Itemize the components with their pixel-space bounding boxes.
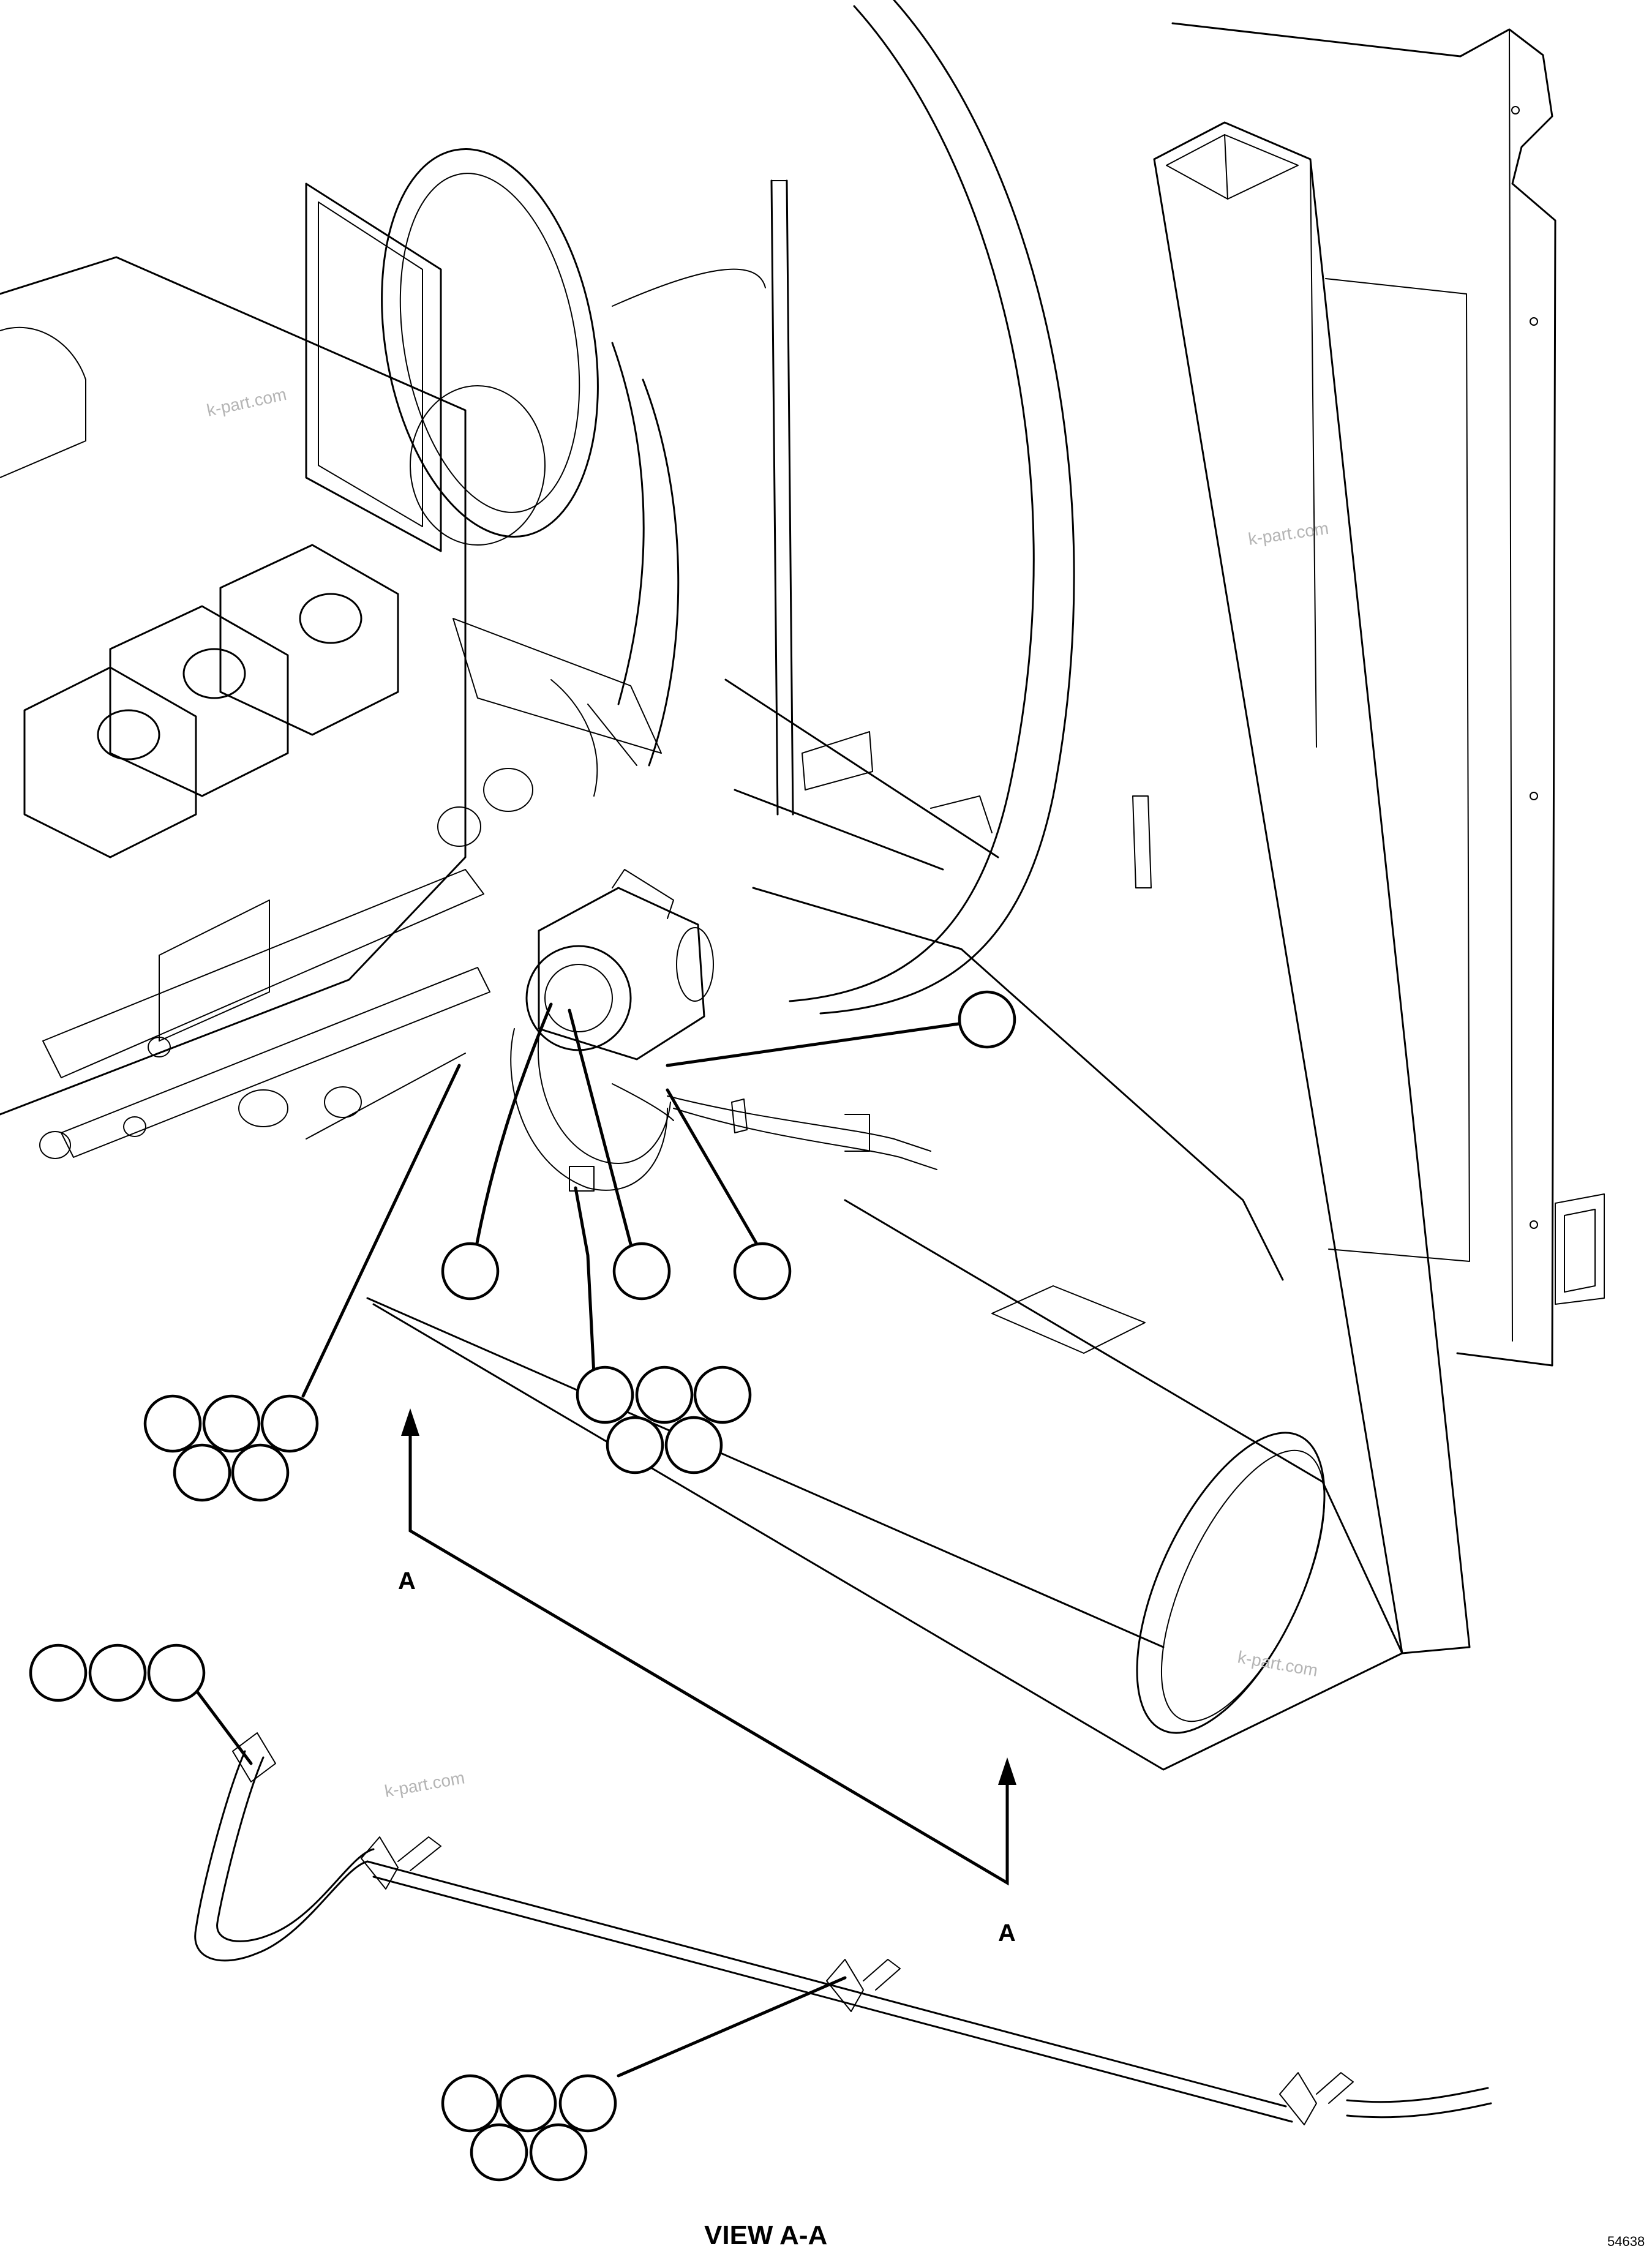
callout-balloon	[635, 1365, 694, 1424]
callout-balloon	[529, 2123, 588, 2182]
callout-balloon	[664, 1416, 723, 1474]
callout-balloon	[143, 1394, 202, 1453]
view-aa-hose-assembly	[194, 1732, 1492, 2125]
section-label-top: A	[398, 1568, 416, 1594]
callout-balloon	[733, 1242, 792, 1301]
callout-balloon	[441, 2074, 500, 2133]
vertical-post	[1153, 121, 1471, 1654]
callout-balloon	[231, 1443, 290, 1502]
callout-balloon	[202, 1394, 261, 1453]
callout-balloon	[147, 1643, 206, 1702]
callout-balloon	[693, 1365, 752, 1424]
exhaust-pipe	[372, 1199, 1403, 1771]
callout-balloon	[260, 1394, 319, 1453]
section-label-bottom: A	[998, 1920, 1016, 1947]
callout-balloon	[441, 1242, 500, 1301]
watermark-text: k-part.com	[1236, 1647, 1320, 1680]
view-caption: VIEW A-A	[704, 2220, 827, 2250]
watermark-text: k-part.com	[205, 385, 288, 420]
callout-balloon	[88, 1643, 147, 1702]
wiring-harness	[569, 1083, 937, 1192]
watermarks: k-part.com k-part.com k-part.com k-part.…	[205, 385, 1330, 1801]
callout-balloon	[576, 1365, 634, 1424]
engine-block	[0, 182, 662, 1159]
base-frame	[366, 179, 1605, 1648]
leader-lines	[194, 1002, 969, 2078]
section-arrows	[401, 1408, 1016, 1886]
callout-balloon	[29, 1643, 88, 1702]
callout-balloons	[29, 990, 1016, 2182]
callout-balloon	[612, 1242, 671, 1301]
callout-balloon	[606, 1416, 664, 1474]
callout-balloon	[173, 1443, 231, 1502]
callout-balloon	[498, 2074, 557, 2133]
side-frame-panel	[1171, 22, 1556, 1367]
curved-duct	[789, 0, 1075, 1015]
watermark-text: k-part.com	[383, 1768, 467, 1800]
callout-balloon	[470, 2123, 528, 2182]
figure-ref: 54638	[1607, 2234, 1645, 2249]
callout-balloon	[958, 990, 1016, 1049]
watermark-text: k-part.com	[1247, 519, 1330, 549]
fan-pulley	[381, 148, 766, 767]
callout-balloon	[558, 2074, 617, 2133]
